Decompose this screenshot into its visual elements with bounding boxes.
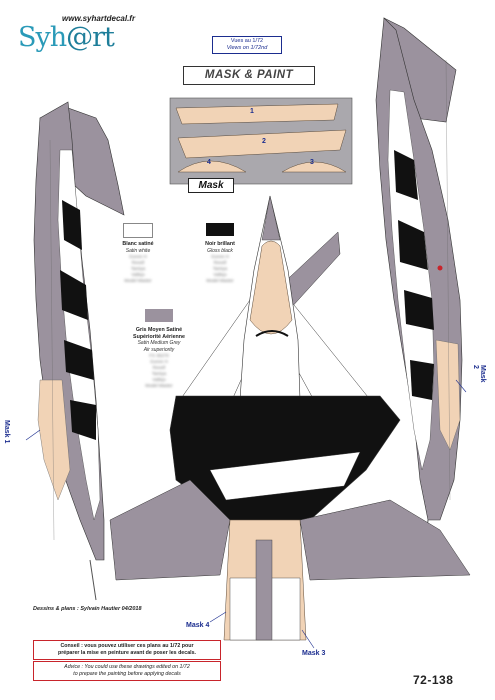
right-outer-wing (299, 499, 471, 581)
color-white-sub: Satin white (125, 247, 151, 254)
advice-english: Advice : You could use these drawings ed… (33, 661, 221, 681)
left-pitot (89, 559, 97, 601)
mask4-pointer (209, 611, 227, 623)
left-black-band-4 (70, 400, 96, 440)
advice-french: Conseil : vous pouvez utiliser ces plans… (33, 640, 221, 660)
mask-number-2: 2 (262, 138, 266, 145)
color-grey-sub: Satin Medium Grey (137, 340, 181, 346)
left-side-view (25, 101, 125, 601)
mask-shape-1 (175, 103, 339, 125)
plan-canopy (249, 240, 293, 335)
mask-number-1: 1 (250, 108, 254, 115)
mask-shape-4 (177, 160, 247, 173)
left-panel-line (49, 139, 55, 541)
left-outer-wing (109, 479, 231, 581)
color-grey-sub-2: Air superiority (143, 346, 175, 353)
scale-en: Views on 1/72nd (226, 45, 268, 51)
callout-mask-3: Mask 3 (302, 650, 326, 657)
underside-white-stripe (209, 451, 361, 501)
centre-pylon (255, 539, 273, 641)
swatch-black (206, 223, 234, 236)
mask-panel (169, 97, 353, 185)
left-black-band-2 (60, 270, 88, 320)
color-grey-name-2: Supériorité Aérienne (133, 333, 185, 340)
page-title: MASK & PAINT (183, 66, 315, 85)
mask3-pointer (301, 629, 315, 649)
right-black-band-4 (410, 360, 434, 400)
scale-box: Vues au 1/72 Views on 1/72nd (212, 36, 282, 54)
right-tan-area (435, 339, 461, 451)
color-black-sub: Gloss black (207, 247, 233, 254)
left-black-band-1 (62, 200, 82, 250)
mask-number-4: 4 (207, 159, 211, 166)
mask-shape-2 (177, 129, 347, 159)
callout-mask-4: Mask 4 (186, 622, 210, 629)
advice-french-line-1: Conseil : vous pouvez utiliser ces plans… (60, 643, 194, 649)
drawing-credit: Dessins & plans : Sylvain Hautier 04/201… (33, 606, 142, 612)
advice-french-line-2: préparer la mise en peinture avant de po… (57, 650, 197, 656)
logo: Syh@rt (18, 22, 115, 53)
color-black-name: Noir brillant (205, 241, 235, 247)
scale-fr: Vues au 1/72 (230, 38, 264, 44)
right-wing-upper (289, 299, 373, 405)
right-black-band-2 (398, 220, 428, 270)
swatch-grey (145, 309, 173, 322)
color-grey-block: Gris Moyen Satiné Supériorité Aérienne S… (124, 327, 194, 389)
left-tan-area (37, 379, 71, 501)
website-url[interactable]: www.syhartdecal.fr (62, 14, 136, 23)
callout-mask-2: Mask 2 (472, 365, 486, 383)
plan-nose (261, 195, 281, 241)
mask2-pointer (455, 379, 467, 393)
logo-at: @rt (66, 22, 115, 53)
right-black-band-1 (394, 150, 418, 200)
mask-shape-3 (281, 161, 347, 173)
right-red-light (437, 265, 443, 271)
canopy-frame (255, 330, 289, 337)
right-side-view (375, 17, 467, 561)
swatch-white (123, 223, 153, 238)
mask1-pointer (25, 429, 41, 441)
callout-mask-1: Mask 1 (3, 420, 10, 444)
sheet-reference: 72-138 (413, 673, 454, 687)
left-black-band-3 (64, 340, 94, 380)
advice-english-line-1: Advice : You could use these drawings ed… (64, 664, 190, 670)
color-grey-name: Gris Moyen Satiné (135, 327, 183, 333)
mask-number-3: 3 (310, 159, 314, 166)
advice-english-line-2: to prepare the painting before applying … (73, 671, 181, 677)
logo-left: Syh (18, 22, 67, 53)
color-white-name: Blanc satiné (122, 241, 154, 247)
right-panel-line (445, 59, 451, 501)
right-black-band-3 (404, 290, 434, 330)
plan-view (109, 195, 471, 649)
mask-label: Mask (188, 178, 234, 193)
